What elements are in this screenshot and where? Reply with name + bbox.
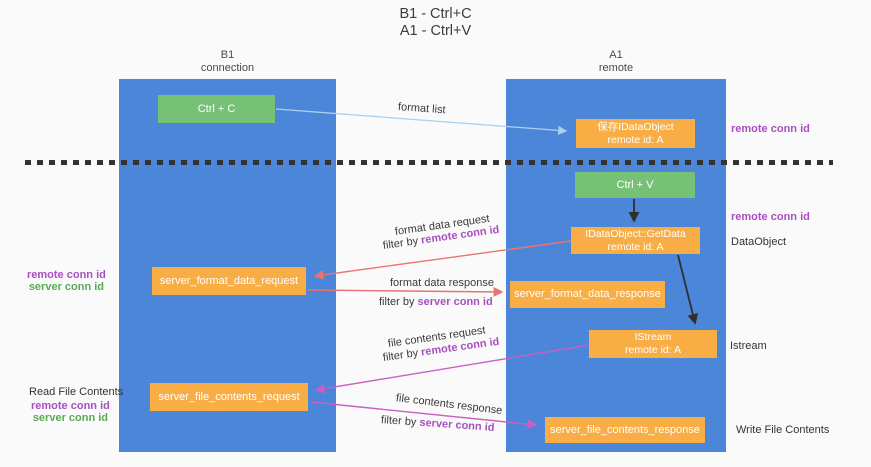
diagram-title: B1 - Ctrl+C A1 - Ctrl+V [0,6,871,40]
filter-by-text: filter by [380,414,420,429]
annotation-write-file-contents: Write File Contents [736,424,830,436]
lifeline-a1-name: A1 [609,49,623,61]
node-ctrl-v: Ctrl + V [575,172,695,198]
node-istream-line1: IStream [634,331,672,343]
node-idataobject-getdata: IDataObject::GetData remote id: A [571,227,700,254]
node-ctrl-v-label: Ctrl + V [616,178,654,191]
node-server-file-contents-response: server_file_contents_response [545,417,705,443]
lifeline-header-a1: A1 remote [506,49,726,74]
label-format-list: format list [397,101,446,117]
node-server-format-data-response-label: server_format_data_response [514,288,661,300]
annotation-server-conn-id-2: server conn id [32,411,109,424]
lifeline-b1-role: connection [200,61,255,74]
annotation-conn-ids-file: remote conn id server conn id [31,400,110,424]
lifeline-b1-name: B1 [220,49,235,61]
label-filter-by-server-2: filter by server conn id [381,414,495,434]
node-ctrl-c-label: Ctrl + C [197,102,236,115]
node-save-idataobject-line2: remote id: A [607,133,664,146]
label-filter-by-server-1: filter by server conn id [379,296,493,308]
annotation-remote-conn-id-top: remote conn id [731,123,810,135]
annotation-istream: Istream [730,340,767,352]
server-conn-id-text: server conn id [419,416,495,434]
lifeline-header-b1: B1 connection [119,49,336,74]
node-save-idataobject-line1: 保存IDataObject [597,120,674,133]
filter-by-text: filter by [382,234,422,252]
node-getdata-line1: IDataObject::GetData [585,227,686,240]
annotation-dataobject: DataObject [731,236,787,248]
node-ctrl-c: Ctrl + C [158,95,275,123]
server-conn-id-text: server conn id [417,296,493,308]
arrow-format-data-response [307,287,504,297]
title-line-2: A1 - Ctrl+V [399,23,472,39]
node-save-idataobject: 保存IDataObject remote id: A [576,119,695,148]
node-server-format-data-response: server_format_data_response [510,281,665,308]
node-server-format-data-request: server_format_data_request [152,267,306,295]
node-server-file-contents-request-label: server_file_contents_request [158,390,300,403]
node-istream-line2: remote id: A [624,344,682,356]
phase-divider-dashed-line [25,160,833,165]
label-file-contents-response: file contents response [395,392,503,417]
node-istream: IStream remote id: A [589,330,717,358]
annotation-conn-ids-format: remote conn id server conn id [27,269,106,293]
node-server-file-contents-request: server_file_contents_request [150,383,308,411]
annotation-remote-conn-id-mid: remote conn id [731,211,810,223]
label-format-data-response: format data response [390,277,494,289]
annotation-remote-conn-id-2: remote conn id [31,400,110,412]
node-getdata-line2: remote id: A [607,240,664,253]
filter-by-text: filter by [379,296,418,308]
lifeline-a1-role: remote [598,61,634,74]
annotation-read-file-contents: Read File Contents [29,386,124,398]
node-server-format-data-request-label: server_format_data_request [159,274,299,287]
annotation-remote-conn-id-1: remote conn id [27,269,106,281]
title-line-1: B1 - Ctrl+C [399,6,472,22]
annotation-server-conn-id-1: server conn id [28,280,105,293]
node-server-file-contents-response-label: server_file_contents_response [550,423,700,436]
